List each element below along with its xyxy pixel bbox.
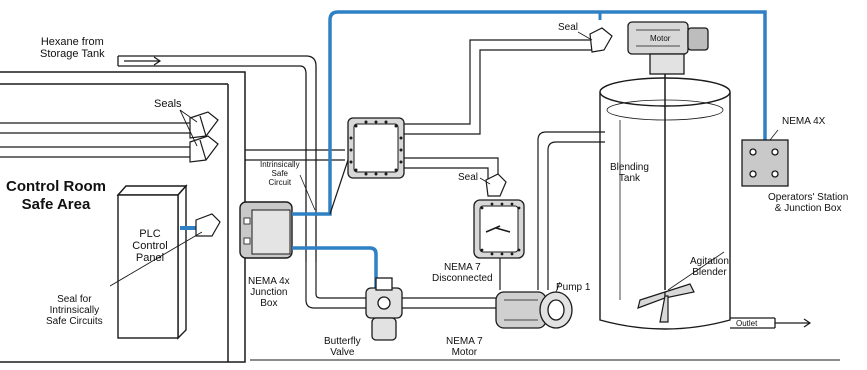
agitator-motor [628,22,708,74]
label-blending-tank: Blending Tank [610,162,649,184]
label-motor: Motor [650,34,670,43]
is-seal-fitting [196,214,220,236]
seal-motor-fitting [590,28,612,52]
label-butterfly: Butterfly Valve [324,336,361,358]
pump-motor [496,292,572,328]
seal-conduits [0,123,192,157]
label-control-room: Control Room Safe Area [6,178,106,214]
pump-discharge-pipe [538,132,605,290]
label-junction-box: NEMA 4x Junction Box [248,276,290,309]
label-is-circuit: Intrinsically Safe Circuit [260,160,300,187]
nema4x-junction-box [240,202,292,258]
label-seal-for-is: Seal for Intrinsically Safe Circuits [46,294,103,327]
label-pump: Pump 1 [556,282,590,293]
outlet-arrow [775,319,810,327]
label-nema7-motor: NEMA 7 Motor [446,336,483,358]
label-seals: Seals [154,98,182,110]
seal-fitting-upper [190,112,218,138]
label-nema4x: NEMA 4X [782,116,825,127]
butterfly-valve [366,278,402,340]
label-plc: PLC Control Panel [128,228,172,264]
label-seal-mid: Seal [458,172,478,183]
seal-nema7-fitting [486,174,506,196]
label-agitation: Agitation Blender [690,256,729,278]
hexane-flow-arrow [124,57,160,65]
label-outlet: Outlet [736,319,757,328]
label-operators: Operators' Station & Junction Box [768,192,848,214]
label-nema7-disc: NEMA 7 Disconnected [432,262,493,284]
operators-station [742,140,788,186]
label-hexane: Hexane from Storage Tank [40,36,105,60]
label-seal-top: Seal [558,22,578,33]
